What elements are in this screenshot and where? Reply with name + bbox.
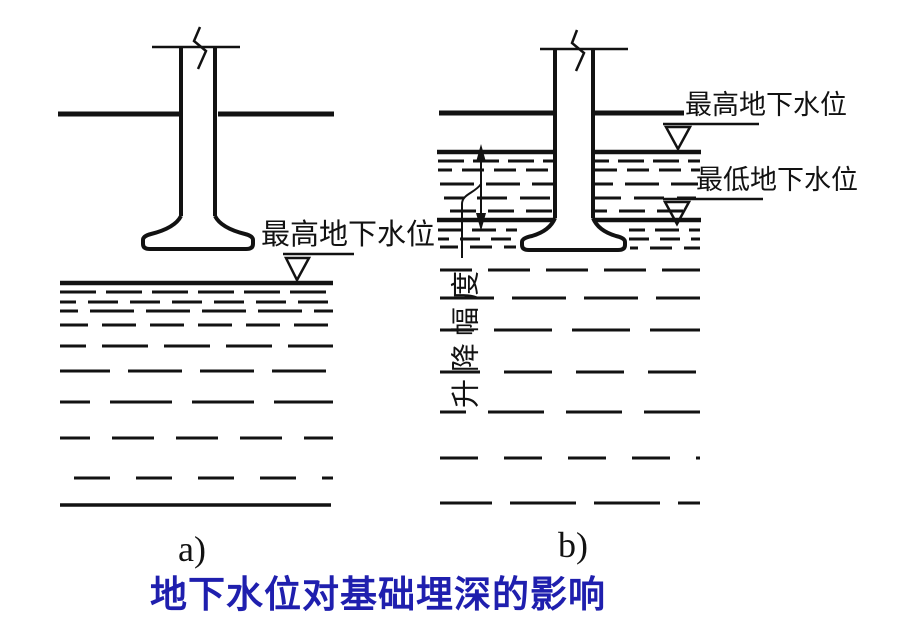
amplitude-dimension (461, 144, 486, 258)
label-fluctuation-amplitude: 升降幅度 (448, 263, 483, 409)
footing-b (520, 217, 627, 252)
label-highest-groundwater-b: 最高地下水位 (685, 90, 847, 121)
label-lowest-groundwater-b: 最低地下水位 (696, 165, 858, 196)
dimension-arrow-down-icon (476, 213, 486, 231)
break-symbol-icon (152, 26, 240, 70)
label-highest-groundwater-a: 最高地下水位 (261, 217, 436, 251)
footing-a (141, 214, 255, 251)
panel-a-caption: a) (178, 529, 206, 569)
dimension-arrow-up-icon (476, 144, 486, 162)
water-hatching-b-lower (440, 268, 700, 505)
water-table-symbol-icon (662, 197, 763, 227)
leader-line (461, 183, 482, 258)
panel-a (58, 26, 354, 507)
column-a (179, 46, 217, 220)
water-table-symbol-icon (663, 122, 759, 152)
figure-title: 地下水位对基础埋深的影响 (150, 573, 606, 616)
water-hatching-b-sides (438, 228, 700, 250)
panel-b-caption: b) (558, 525, 588, 565)
panel-b (437, 29, 763, 505)
column-b (553, 49, 595, 222)
water-hatching-a (60, 280, 333, 507)
water-hatching-b-upper (438, 159, 700, 213)
water-table-symbol-icon (283, 252, 354, 283)
